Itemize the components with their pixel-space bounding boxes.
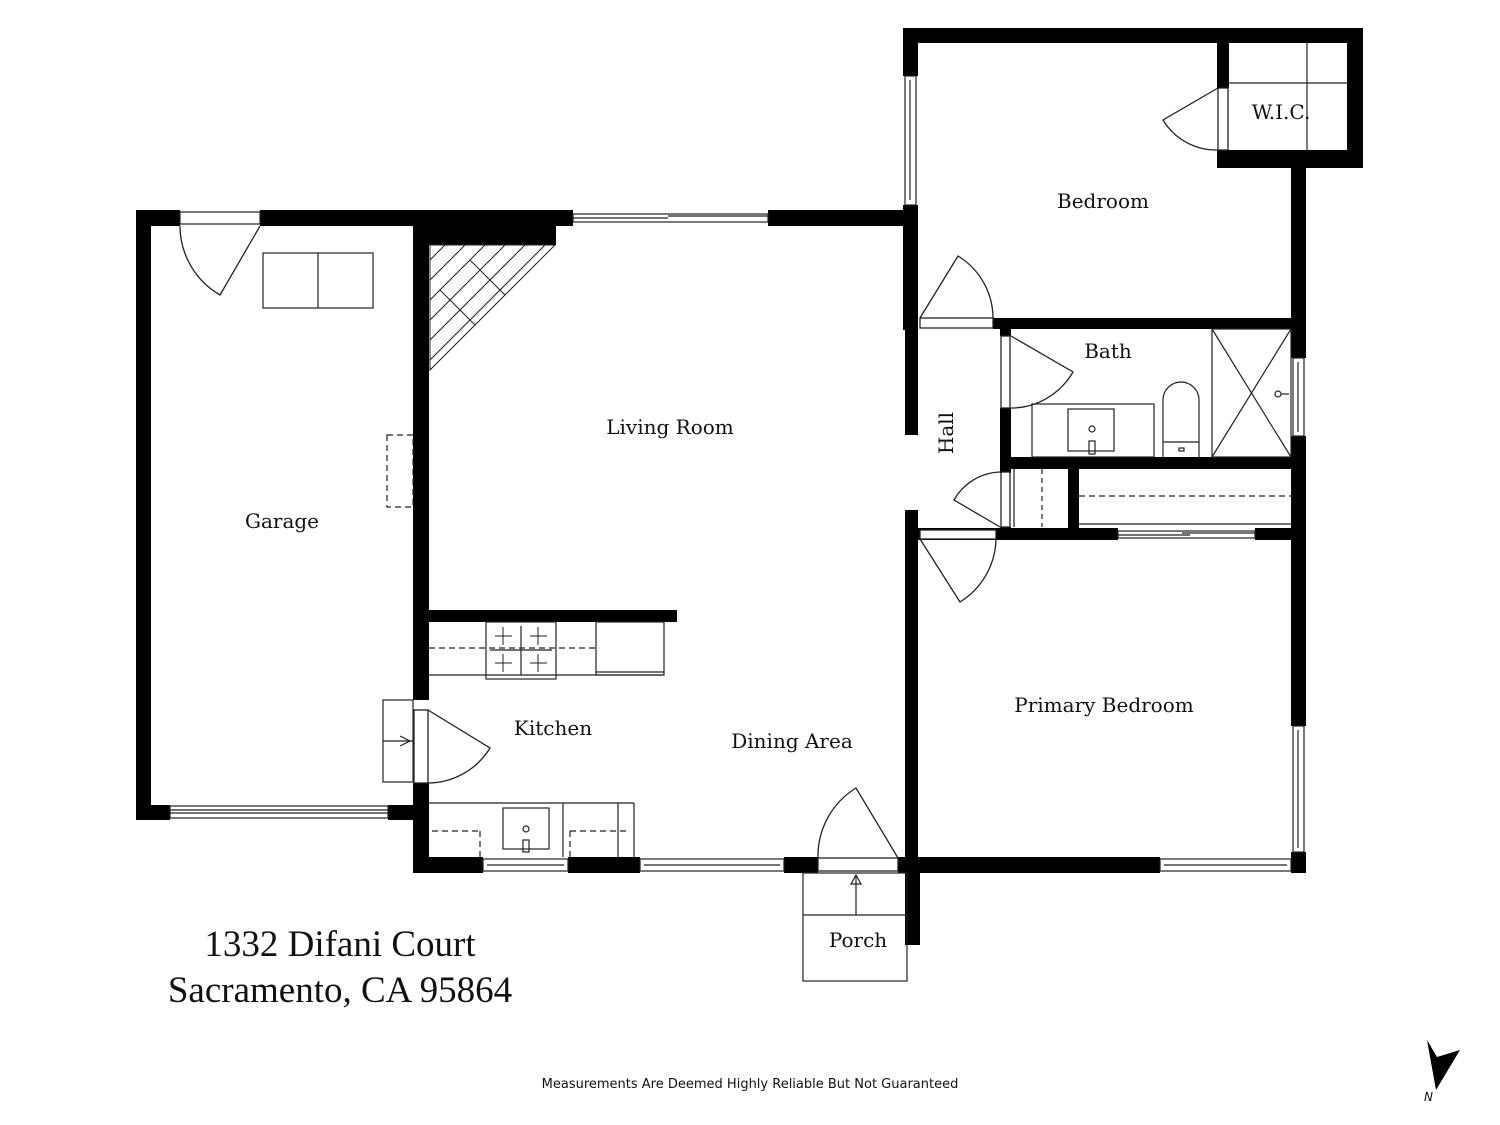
address-line-2: Sacramento, CA 95864 <box>167 970 513 1011</box>
room-label-bedroom: Bedroom <box>1057 189 1149 213</box>
north-arrow-icon <box>1427 1040 1460 1090</box>
room-labels: Garage Living Room Kitchen Dining Area B… <box>245 100 1310 952</box>
fixtures <box>262 43 1347 982</box>
room-label-dining-area: Dining Area <box>731 729 853 753</box>
address-line-1: 1332 Difani Court <box>204 924 476 965</box>
doors <box>179 87 1229 872</box>
room-label-bath: Bath <box>1084 339 1132 363</box>
room-label-living-room: Living Room <box>606 415 734 439</box>
room-label-garage: Garage <box>245 509 319 533</box>
measurement-disclaimer: Measurements Are Deemed Highly Reliable … <box>541 1077 959 1092</box>
room-label-hall: Hall <box>934 412 958 454</box>
property-address: 1332 Difani Court Sacramento, CA 95864 <box>150 922 530 1014</box>
windows <box>169 75 1305 872</box>
room-label-kitchen: Kitchen <box>514 716 592 740</box>
room-label-wic: W.I.C. <box>1252 100 1311 124</box>
room-label-primary-bedroom: Primary Bedroom <box>1014 693 1193 717</box>
room-label-porch: Porch <box>829 928 887 952</box>
north-label: N <box>1424 1090 1433 1104</box>
